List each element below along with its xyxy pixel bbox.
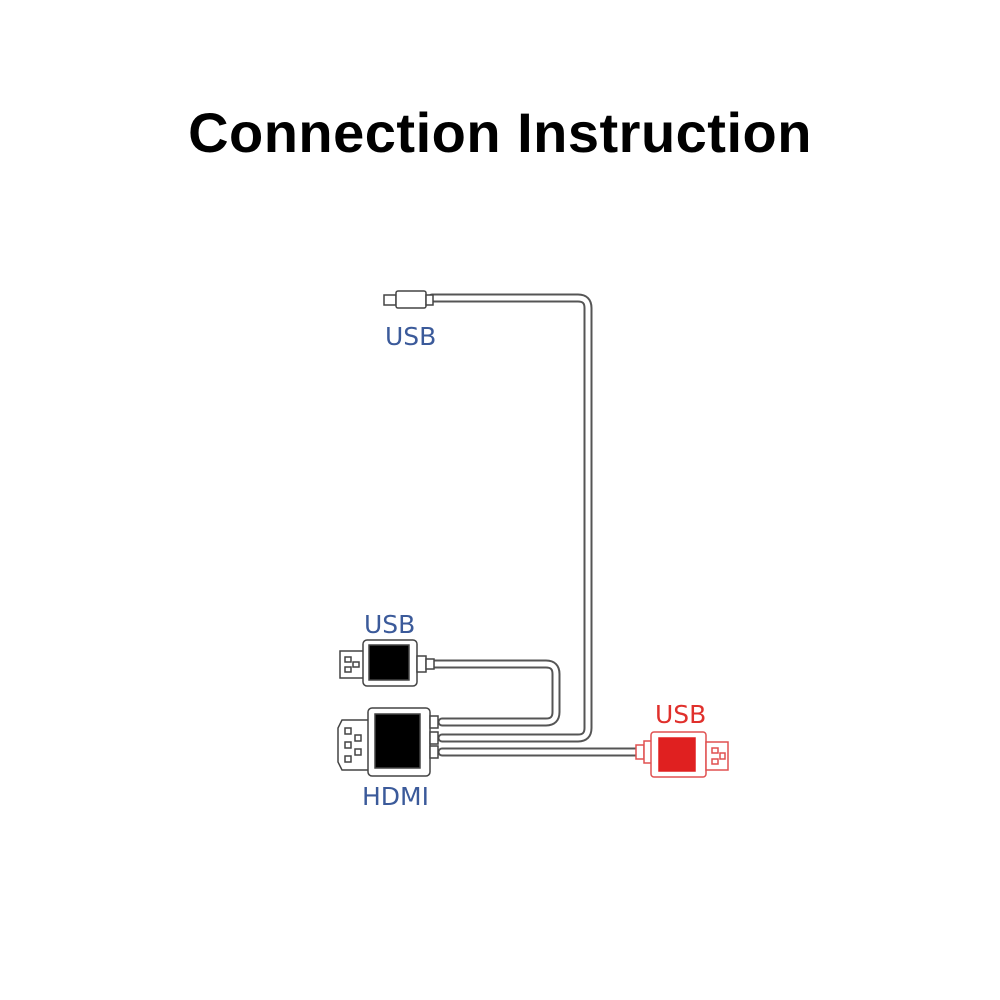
page-title: Connection Instruction xyxy=(188,101,812,164)
hdmi-label: HDMI xyxy=(362,782,429,811)
usb-mid-label: USB xyxy=(364,610,415,639)
cable-usb-mid xyxy=(427,659,561,727)
usb-a-plug-red-icon xyxy=(635,731,729,778)
usb-red-label: USB xyxy=(655,700,706,729)
micro-usb-plug-icon xyxy=(383,290,434,309)
hdmi-plug-icon xyxy=(337,707,439,777)
usb-top-label: USB xyxy=(385,322,436,351)
cable-micro-usb xyxy=(427,293,593,743)
cables xyxy=(427,293,641,757)
usb-a-plug-icon xyxy=(339,639,435,687)
